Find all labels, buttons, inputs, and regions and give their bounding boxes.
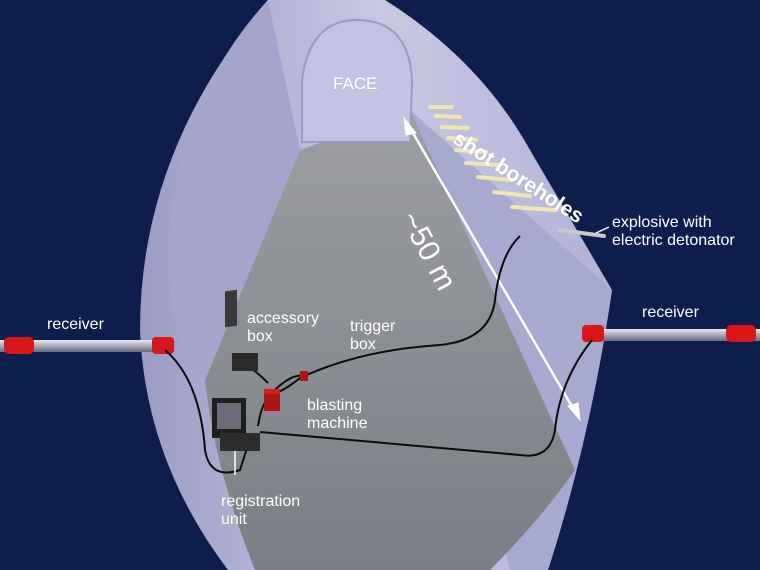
borehole-10 xyxy=(558,228,606,238)
borehole-9 xyxy=(510,205,557,212)
tunnel-floor xyxy=(205,110,575,570)
tunnel-face xyxy=(301,18,414,143)
borehole-8 xyxy=(492,190,532,198)
blasting-label-line2: machine xyxy=(307,415,368,432)
receiver-left-rod xyxy=(0,337,174,354)
distance-arrow xyxy=(403,116,581,422)
explosive-pointer xyxy=(595,226,610,234)
blasting-label-line1: blasting xyxy=(307,397,363,414)
trigger-box xyxy=(300,371,308,381)
borehole-7 xyxy=(476,175,514,182)
shot-boreholes xyxy=(428,105,606,238)
accessory-label-line1: accessory xyxy=(247,310,320,327)
registration-label-line2: unit xyxy=(221,511,247,528)
blasting-machine-label: blasting machine xyxy=(307,397,367,433)
explosive-label: explosive with electric detonator xyxy=(612,214,735,250)
borehole-6 xyxy=(464,161,500,167)
registration-label-line1: registration xyxy=(221,493,301,510)
borehole-3 xyxy=(440,125,470,130)
receiver-right-label: receiver xyxy=(642,304,699,321)
borehole-2 xyxy=(434,114,462,119)
trigger-box-label: trigger box xyxy=(350,318,395,354)
receiver-left-label: receiver xyxy=(47,316,104,333)
explosive-label-line1: explosive with xyxy=(612,214,712,231)
accessory-label-line2: box xyxy=(247,328,273,345)
tunnel-left-wall xyxy=(168,0,300,380)
trigger-label-line2: box xyxy=(350,336,376,353)
accessory-box xyxy=(225,289,258,371)
registration-unit-label: registration unit xyxy=(221,493,300,529)
trigger-label-line1: trigger xyxy=(350,318,396,335)
explosive-label-line2: electric detonator xyxy=(612,232,735,249)
blasting-machine xyxy=(264,389,280,411)
borehole-4 xyxy=(446,136,478,142)
registration-unit xyxy=(212,398,260,475)
face-label: FACE xyxy=(333,74,378,93)
accessory-box-label: accessory box xyxy=(247,310,319,346)
borehole-5 xyxy=(454,148,488,154)
receiver-right-rod xyxy=(582,325,760,342)
